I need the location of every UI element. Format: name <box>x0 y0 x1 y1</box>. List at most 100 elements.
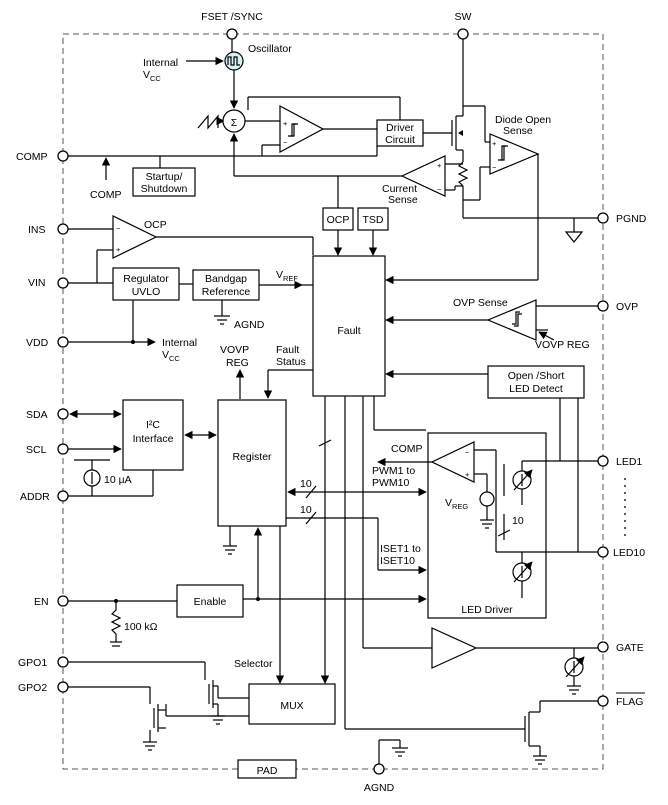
svg-text:−: − <box>116 224 121 233</box>
svg-text:−: − <box>283 138 288 147</box>
ocp-block: OCP <box>322 176 354 256</box>
svg-text:REF: REF <box>283 274 298 283</box>
pin-sda: SDA <box>26 408 69 421</box>
svg-text:10 µA: 10 µA <box>104 474 132 486</box>
gate-driver <box>431 627 598 695</box>
pin-led1: LED1 <box>597 455 642 468</box>
svg-text:−: − <box>437 185 442 194</box>
svg-text:Reference: Reference <box>202 286 251 298</box>
svg-text:TSD: TSD <box>363 214 384 226</box>
svg-text:Startup/: Startup/ <box>146 171 183 183</box>
bandgap-reference: Bandgap Reference V REF AGND <box>192 269 303 331</box>
svg-text:SCL: SCL <box>26 444 47 456</box>
pin-sw: SW <box>455 11 472 40</box>
svg-text:CC: CC <box>169 354 180 363</box>
pin-pgnd: PGND <box>597 212 647 225</box>
svg-text:INS: INS <box>28 224 46 236</box>
pin-gpo2: GPO2 <box>18 681 69 694</box>
svg-text:+: + <box>465 470 470 479</box>
svg-text:+: + <box>283 119 288 128</box>
svg-text:Σ: Σ <box>231 117 238 129</box>
i2c-interface: I²C Interface <box>68 399 217 497</box>
svg-text:Selector: Selector <box>234 658 273 670</box>
pwm-bus: 10 PWM1 to PWM10 <box>287 465 427 499</box>
svg-text:REG: REG <box>226 357 249 369</box>
svg-text:V: V <box>143 69 150 81</box>
svg-text:PWM1 to: PWM1 to <box>372 465 415 477</box>
enable-block: 100 kΩ Enable <box>68 584 427 647</box>
svg-text:10: 10 <box>300 478 312 490</box>
pin-vdd: VDD <box>26 336 69 349</box>
svg-text:PGND: PGND <box>616 213 647 225</box>
svg-text:10: 10 <box>300 504 312 516</box>
svg-text:100 kΩ: 100 kΩ <box>124 621 158 633</box>
svg-text:V: V <box>162 349 169 361</box>
svg-text:COMP: COMP <box>16 151 48 163</box>
svg-text:VOVP REG: VOVP REG <box>535 339 590 351</box>
svg-text:Status: Status <box>276 356 306 368</box>
svg-text:UVLO: UVLO <box>132 286 161 298</box>
svg-text:CC: CC <box>150 74 161 83</box>
chip-boundary <box>62 33 604 770</box>
svg-text:EN: EN <box>34 596 49 608</box>
svg-text:OCP: OCP <box>327 214 350 226</box>
pin-vin: VIN <box>28 277 69 289</box>
open-short-detect: Open /Short LED Detect <box>385 365 585 552</box>
pin-gate: GATE <box>597 641 644 654</box>
power-switch <box>451 39 598 243</box>
svg-text:+: + <box>492 139 497 148</box>
pin-led10: LED10 <box>597 546 645 559</box>
comp-path: COMP Startup/ Shutdown <box>68 146 378 201</box>
svg-text:LED1: LED1 <box>616 456 642 468</box>
ramp-generator <box>197 114 225 130</box>
pin-ins: INS <box>28 223 69 236</box>
svg-text:LED Driver: LED Driver <box>461 604 513 616</box>
svg-text:Open /Short: Open /Short <box>508 370 565 382</box>
svg-text:OVP Sense: OVP Sense <box>453 297 508 309</box>
svg-text:Internal: Internal <box>162 337 197 349</box>
svg-text:SW: SW <box>455 11 472 23</box>
pad-block: PAD <box>237 759 297 779</box>
internal-agnd <box>378 739 408 764</box>
svg-text:Interface: Interface <box>133 433 174 445</box>
pin-gpo1: GPO1 <box>18 656 69 669</box>
ins-ocp-comparator: − + OCP <box>68 215 314 283</box>
svg-text:Register: Register <box>232 451 272 463</box>
pwm-comparator: + − <box>245 104 377 156</box>
svg-text:OVP: OVP <box>616 301 638 313</box>
svg-text:Sense: Sense <box>388 194 418 206</box>
addr-current-source: 10 µA <box>74 459 132 496</box>
svg-text:VDD: VDD <box>26 337 49 349</box>
svg-text:LED10: LED10 <box>613 547 645 559</box>
svg-text:FLAG: FLAG <box>616 696 643 708</box>
svg-text:I²C: I²C <box>146 419 160 431</box>
oscillator: Oscillator Internal V CC <box>143 39 292 109</box>
svg-text:Internal: Internal <box>143 57 178 69</box>
svg-text:−: − <box>465 448 470 457</box>
pin-ovp: OVP <box>597 300 638 313</box>
svg-text:GPO2: GPO2 <box>18 682 47 694</box>
svg-text:Sense: Sense <box>503 125 533 137</box>
svg-text:GPO1: GPO1 <box>18 657 47 669</box>
iset-bus: 10 ISET1 to ISET10 <box>286 504 427 575</box>
svg-text:Current: Current <box>382 183 417 195</box>
svg-text:VIN: VIN <box>28 277 46 289</box>
svg-text:PWM10: PWM10 <box>372 477 410 489</box>
pin-en: EN <box>34 595 69 608</box>
svg-text:Enable: Enable <box>194 596 227 608</box>
fault-block: Fault <box>302 255 386 397</box>
flag-transistor <box>524 700 598 765</box>
svg-text:Oscillator: Oscillator <box>248 43 292 55</box>
svg-text:+: + <box>437 161 442 170</box>
svg-text:ISET1 to: ISET1 to <box>380 543 421 555</box>
tsd-block: TSD <box>357 207 389 256</box>
gpo2-transistor <box>68 686 167 751</box>
register-inputs: VOVP REG Fault Status <box>220 344 313 399</box>
svg-text:ISET10: ISET10 <box>380 555 415 567</box>
svg-text:Bandgap: Bandgap <box>205 273 247 285</box>
svg-text:Regulator: Regulator <box>123 273 169 285</box>
pin-addr: ADDR <box>20 490 69 503</box>
regulator-uvlo: Regulator UVLO <box>68 267 193 342</box>
svg-text:Diode Open: Diode Open <box>495 114 551 126</box>
